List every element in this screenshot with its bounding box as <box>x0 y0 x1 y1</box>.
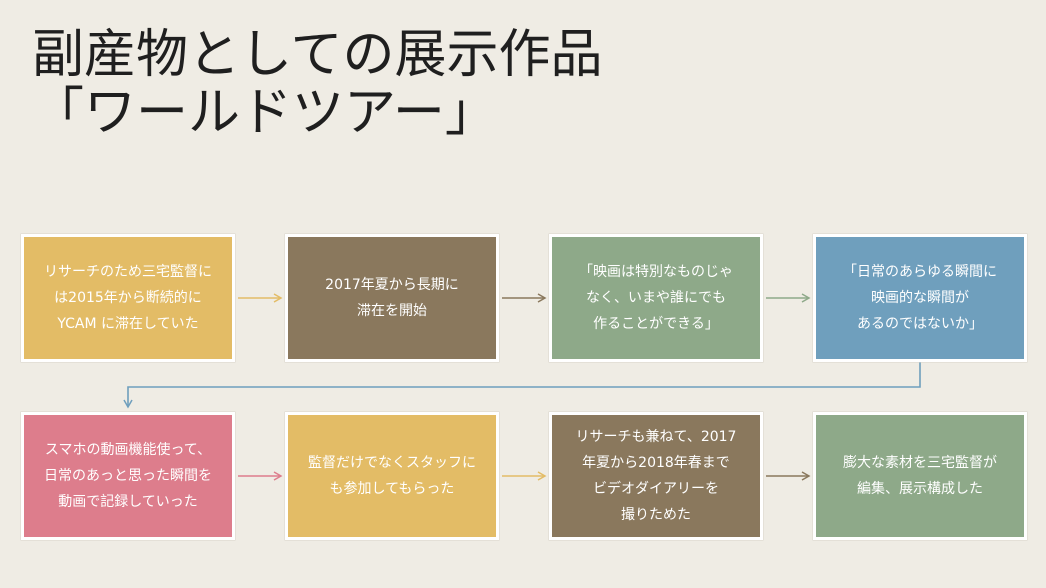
step-text-8: 膨大な素材を三宅監督が 編集、展示構成した <box>843 450 997 502</box>
step-text-5: スマホの動画機能使って、 日常のあっと思った瞬間を 動画で記録していった <box>44 437 212 515</box>
step-7-line-1: リサーチも兼ねて、2017 <box>575 429 737 445</box>
step-1-line-1: リサーチのため三宅監督に <box>44 264 212 280</box>
step-text-2: 2017年夏から長期に 滞在を開始 <box>325 272 459 324</box>
page-title: 副産物としての展示作品 「ワールドツアー」 <box>32 26 932 142</box>
step-4-line-1: 「日常のあらゆる瞬間に <box>843 264 997 280</box>
title-line-1: 副産物としての展示作品 <box>32 25 603 85</box>
step-text-3: 「映画は特別なものじゃ なく、いまや誰にでも 作ることができる」 <box>579 259 733 337</box>
step-box-1: リサーチのため三宅監督に は2015年から断続的に YCAM に滞在していた <box>21 234 235 362</box>
step-text-7: リサーチも兼ねて、2017 年夏から2018年春まで ビデオダイアリーを 撮りた… <box>576 424 737 528</box>
step-4-line-2: 映画的な瞬間が <box>871 290 969 306</box>
step-text-1: リサーチのため三宅監督に は2015年から断続的に YCAM に滞在していた <box>44 259 212 337</box>
step-box-5: スマホの動画機能使って、 日常のあっと思った瞬間を 動画で記録していった <box>21 412 235 540</box>
step-2-line-1: 2017年夏から長期に <box>325 277 459 293</box>
step-5-line-2: 日常のあっと思った瞬間を <box>44 468 212 484</box>
title-line-2: 「ワールドツアー」 <box>32 83 497 143</box>
step-1-line-3: YCAM に滞在していた <box>57 316 199 332</box>
step-6-line-1: 監督だけでなくスタッフに <box>308 455 476 471</box>
step-box-3: 「映画は特別なものじゃ なく、いまや誰にでも 作ることができる」 <box>549 234 763 362</box>
step-3-line-1: 「映画は特別なものじゃ <box>579 264 733 280</box>
step-7-line-3: ビデオダイアリーを <box>593 481 719 497</box>
step-box-2: 2017年夏から長期に 滞在を開始 <box>285 234 499 362</box>
step-8-line-1: 膨大な素材を三宅監督が <box>843 455 997 471</box>
step-5-line-1: スマホの動画機能使って、 <box>44 442 212 458</box>
step-3-line-3: 作ることができる」 <box>593 316 719 332</box>
step-4-line-3: あるのではないか」 <box>857 316 983 332</box>
step-5-line-3: 動画で記録していった <box>58 494 198 510</box>
step-box-6: 監督だけでなくスタッフに も参加してもらった <box>285 412 499 540</box>
arrow-4-5 <box>123 362 921 409</box>
step-3-line-2: なく、いまや誰にでも <box>586 290 726 306</box>
step-box-8: 膨大な素材を三宅監督が 編集、展示構成した <box>813 412 1027 540</box>
step-6-line-2: も参加してもらった <box>329 481 455 497</box>
step-box-4: 「日常のあらゆる瞬間に 映画的な瞬間が あるのではないか」 <box>813 234 1027 362</box>
step-8-line-2: 編集、展示構成した <box>857 481 983 497</box>
step-1-line-2: は2015年から断続的に <box>54 290 202 306</box>
step-text-6: 監督だけでなくスタッフに も参加してもらった <box>308 450 476 502</box>
step-box-7: リサーチも兼ねて、2017 年夏から2018年春まで ビデオダイアリーを 撮りた… <box>549 412 763 540</box>
step-text-4: 「日常のあらゆる瞬間に 映画的な瞬間が あるのではないか」 <box>843 259 997 337</box>
step-7-line-4: 撮りためた <box>621 507 691 523</box>
step-7-line-2: 年夏から2018年春まで <box>582 455 730 471</box>
step-2-line-2: 滞在を開始 <box>356 303 427 319</box>
